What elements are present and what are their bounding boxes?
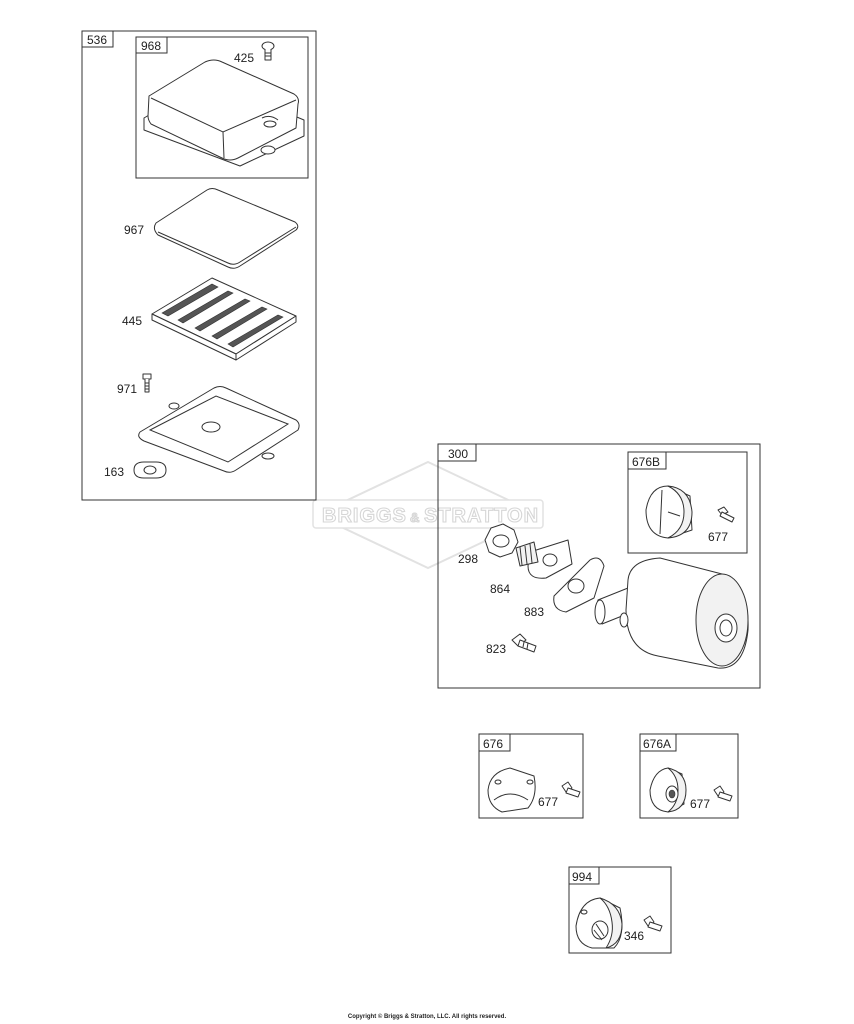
part-label-677-a: 677 [690, 797, 710, 811]
group-676b-frame [627, 451, 748, 554]
muffler-guard-676 [487, 767, 536, 813]
screw-425-icon [261, 41, 275, 61]
group-676a-frame [639, 733, 739, 819]
part-label-298: 298 [458, 552, 478, 566]
briggs-stratton-watermark: BRIGGS & STRATTON [312, 460, 544, 570]
group-536-label: 536 [87, 33, 107, 47]
part-label-971: 971 [117, 382, 137, 396]
part-label-677-b: 677 [708, 530, 728, 544]
group-676-frame [478, 733, 584, 819]
screw-346-icon [643, 915, 663, 932]
watermark-left: BRIGGS [322, 505, 407, 527]
air-cleaner-base [138, 386, 300, 473]
watermark-amp: & [410, 510, 420, 525]
group-guard-676: 676 677 [478, 733, 584, 819]
part-label-967: 967 [124, 223, 144, 237]
bolt-823-icon [511, 633, 537, 653]
screw-971-icon [142, 373, 152, 393]
group-536-frame [81, 30, 317, 501]
group-676a-tab [639, 733, 677, 752]
part-label-163: 163 [104, 465, 124, 479]
group-994-frame [568, 866, 672, 954]
group-676a-label: 676A [643, 737, 671, 751]
group-968-frame [135, 36, 309, 179]
air-cleaner-cover [143, 59, 305, 167]
group-300-frame [437, 443, 761, 689]
pre-cleaner-967 [153, 188, 299, 269]
part-label-677: 677 [538, 795, 558, 809]
group-676-label: 676 [483, 737, 503, 751]
group-968-tab [135, 36, 168, 54]
group-994-label: 994 [572, 870, 592, 884]
bolt-677-icon [717, 506, 735, 523]
part-label-445: 445 [122, 314, 142, 328]
muffler-guard-676a [649, 767, 687, 813]
group-muffler: 300 676B 677 298 8 [437, 443, 761, 689]
group-676b-tab [627, 451, 667, 470]
muffler-body [594, 557, 749, 669]
copyright-notice: Copyright © Briggs & Stratton, LLC. All … [347, 1014, 507, 1020]
part-label-425: 425 [234, 51, 254, 65]
part-label-883: 883 [524, 605, 544, 619]
part-label-346: 346 [624, 929, 644, 943]
watermark-right: STRATTON [424, 505, 539, 527]
lock-plate-298 [484, 523, 519, 558]
group-676-tab [478, 733, 511, 752]
bolt-677-icon [713, 785, 733, 802]
group-676b-label: 676B [632, 455, 660, 469]
part-label-864: 864 [490, 582, 510, 596]
air-filter-445 [151, 277, 297, 361]
exhaust-pipe-864 [515, 539, 573, 579]
gasket-883 [553, 557, 605, 613]
group-guard-676a: 676A 677 [639, 733, 739, 819]
group-300-label: 300 [448, 447, 468, 461]
group-300-tab [437, 443, 477, 462]
bolt-677-icon [561, 781, 581, 798]
gasket-163 [133, 461, 167, 479]
muffler-guard-676b [645, 485, 693, 539]
group-air-cleaner: 536 968 425 967 [81, 30, 317, 501]
part-label-823: 823 [486, 642, 506, 656]
group-536-tab [81, 30, 114, 48]
group-994-tab [568, 866, 600, 885]
group-deflector-994: 994 346 [568, 866, 672, 954]
deflector-994 [575, 897, 623, 949]
group-968-label: 968 [141, 39, 161, 53]
